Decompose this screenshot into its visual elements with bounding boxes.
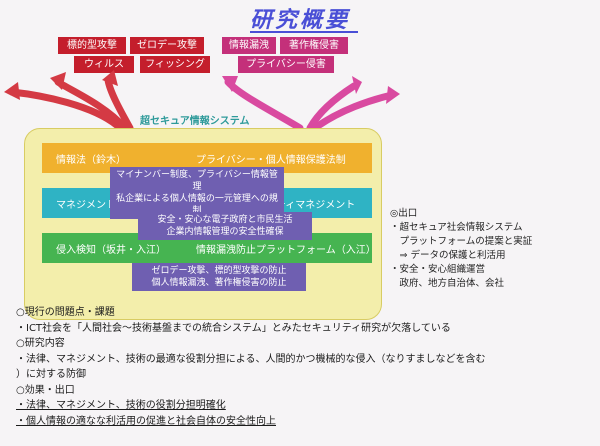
threat-label-virus: ウィルス bbox=[74, 56, 134, 73]
red-arrowheads bbox=[4, 70, 118, 100]
outlet-line: ・超セキュア社会情報システム bbox=[390, 222, 523, 233]
threat-label-targeted-attack: 標的型攻撃 bbox=[58, 37, 126, 54]
pink-arrowheads bbox=[222, 76, 400, 104]
outlet-line: 政府、地方自治体、会社 bbox=[390, 278, 505, 289]
band-management-left: マネジメント（奥村） bbox=[56, 200, 156, 211]
outlet-line: ⇒ データの保護と利活用 bbox=[390, 250, 506, 261]
page-title: 研究概要 bbox=[249, 8, 350, 33]
mid-box-line: ゼロデー攻撃、標的型攻撃の防止 bbox=[151, 266, 287, 276]
pink-arrow-3 bbox=[311, 91, 396, 132]
outlet-box: ◎出口 ・超セキュア社会情報システム プラットフォームの提案と実証 ⇒ データの… bbox=[390, 207, 588, 310]
band-detection: 侵入検知（坂井・入江） 情報漏洩防止プラットフォーム（入江） bbox=[42, 233, 376, 263]
pink-arrow-2 bbox=[306, 82, 358, 132]
threat-label-phishing: フィッシング bbox=[140, 56, 210, 73]
mid-box-mynumber: マイナンバー制度、プライバシー情報管理 私企業による個人情報の一元管理への規制 bbox=[110, 167, 284, 219]
threat-label-zero-day: ゼロデー攻撃 bbox=[130, 37, 204, 54]
outlet-line: ・安全・安心組織運営 bbox=[390, 264, 486, 275]
summary-heading-issues: ○現行の問題点・課題 bbox=[16, 307, 115, 318]
threat-label-privacy: プライバシー侵害 bbox=[238, 56, 334, 73]
mid-box-line: 個人情報漏洩、著作権侵害の防止 bbox=[151, 278, 287, 288]
summary-line: ・個人情報の適なな利活用の促進と社会自体の安全性向上 bbox=[16, 415, 276, 427]
red-arrow-1 bbox=[8, 88, 124, 132]
threat-label-copyright: 著作権侵害 bbox=[280, 37, 348, 54]
red-arrows bbox=[8, 76, 134, 132]
summary-heading-research: ○研究内容 bbox=[16, 338, 65, 349]
mid-box-egov: 安全・安心な電子政府と市民生活 企業内情報管理の安全性確保 bbox=[138, 212, 312, 240]
red-arrow-3 bbox=[104, 76, 134, 132]
band-detection-right: 情報漏洩防止プラットフォーム（入江） bbox=[196, 245, 376, 256]
mid-box-line: 企業内情報管理の安全性確保 bbox=[166, 227, 284, 237]
title-underline bbox=[250, 31, 358, 33]
summary-line: ・ICT社会を「人間社会～技術基盤までの統合システム」とみたセキュリティ研究が欠… bbox=[16, 322, 451, 334]
mid-box-line: 安全・安心な電子政府と市民生活 bbox=[157, 215, 293, 225]
band-detection-left: 侵入検知（坂井・入江） bbox=[56, 245, 166, 256]
system-label: 超セキュア情報システム bbox=[140, 116, 250, 127]
arrow-graphic bbox=[4, 70, 400, 132]
summary-line: ）に対する防御 bbox=[16, 369, 86, 380]
summary-text: ○現行の問題点・課題 ・ICT社会を「人間社会～技術基盤までの統合システム」とみ… bbox=[16, 305, 596, 429]
outlet-line: プラットフォームの提案と実証 bbox=[390, 236, 533, 247]
mid-box-attack-prevention: ゼロデー攻撃、標的型攻撃の防止 個人情報漏洩、著作権侵害の防止 bbox=[132, 263, 306, 291]
pink-arrows bbox=[224, 78, 396, 132]
summary-line: ・法律、マネジメント、技術の役割分担明確化 bbox=[16, 400, 226, 411]
summary-line: ・法律、マネジメント、技術の最適な役割分担による、人間的かつ機械的な侵入（なりす… bbox=[16, 353, 486, 365]
mid-box-line: マイナンバー制度、プライバシー情報管理 bbox=[116, 170, 278, 192]
band-law-right: プライバシー・個人情報保護法制 bbox=[196, 155, 346, 166]
outlet-heading: ◎出口 bbox=[390, 208, 418, 219]
mid-box-line: 私企業による個人情報の一元管理への規制 bbox=[116, 194, 278, 216]
threat-label-data-leak: 情報漏洩 bbox=[222, 37, 276, 54]
band-law-left: 情報法（鈴木） bbox=[56, 155, 126, 166]
summary-heading-effect: ○効果・出口 bbox=[16, 384, 75, 396]
